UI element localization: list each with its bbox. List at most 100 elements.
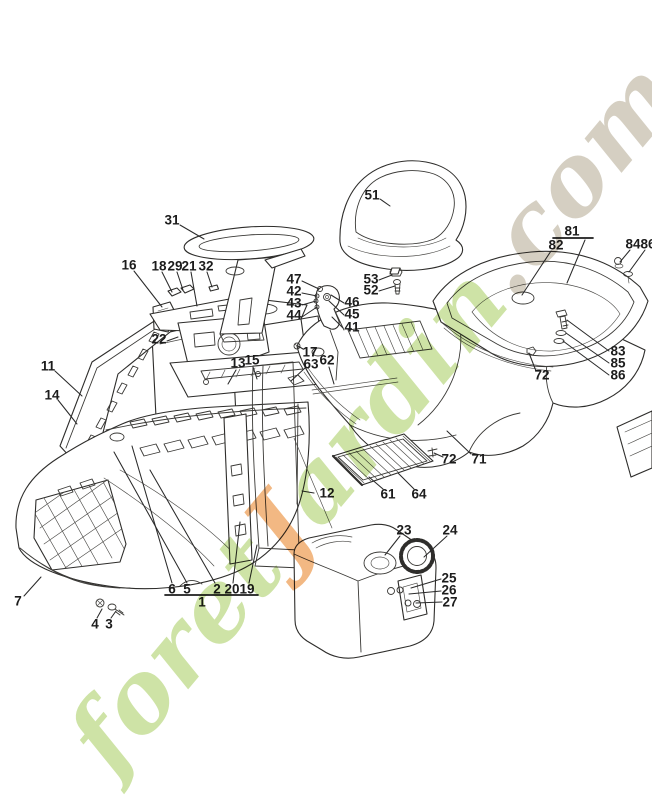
part-label-63: 63 — [303, 357, 319, 372]
leader-line-82 — [521, 250, 552, 296]
rear-top-plate-drawing — [432, 250, 649, 372]
part-label-6: 6 — [168, 582, 176, 597]
leader-line-83 — [566, 319, 610, 352]
part-label-72: 72 — [534, 368, 549, 383]
part-label-14: 14 — [44, 388, 60, 403]
leader-line-51 — [379, 198, 391, 207]
part-label-86: 86 — [640, 237, 652, 252]
steering-wheel-drawing — [183, 225, 315, 343]
part-label-85: 85 — [610, 356, 626, 371]
leader-line-16 — [133, 270, 163, 308]
leader-line-81 — [566, 239, 586, 284]
leader-line-42 — [301, 292, 318, 297]
part-label-32: 32 — [198, 259, 213, 274]
leader-line-72 — [433, 452, 444, 458]
part-label-43: 43 — [286, 296, 302, 311]
part-label-53: 53 — [363, 272, 379, 287]
leader-line-52 — [378, 285, 396, 292]
leader-line-63 — [290, 367, 306, 382]
leader-line-26 — [408, 590, 442, 595]
part-label-42: 42 — [286, 284, 301, 299]
part-label-61: 61 — [380, 487, 396, 502]
leader-line-6 — [131, 445, 173, 584]
leader-line-13 — [227, 369, 237, 385]
leader-line-29 — [176, 271, 184, 291]
part-label-21: 21 — [181, 259, 197, 274]
part-label-46: 46 — [344, 295, 360, 310]
leader-line-22 — [166, 336, 179, 342]
leader-line-4 — [96, 608, 103, 619]
part-label-52: 52 — [363, 283, 378, 298]
part-label-4: 4 — [91, 617, 99, 632]
part-label-2: 2 — [213, 582, 221, 597]
part-label-71: 71 — [471, 452, 487, 467]
leader-line-85 — [565, 332, 610, 364]
part-label-3: 3 — [105, 617, 113, 632]
part-label-27: 27 — [442, 595, 457, 610]
leader-line-19 — [248, 544, 258, 584]
leader-line-43 — [301, 300, 317, 306]
leader-line-21 — [190, 271, 198, 307]
part-label-64: 64 — [411, 487, 427, 502]
part-label-22: 22 — [151, 332, 166, 347]
part-label-31: 31 — [164, 213, 180, 228]
leader-line-64 — [397, 472, 415, 490]
leader-line-25 — [410, 578, 442, 589]
leader-line-20 — [232, 521, 241, 584]
part-label-44: 44 — [286, 308, 302, 323]
leader-line-7 — [23, 576, 42, 597]
leader-line-3 — [110, 610, 117, 619]
part-label-83: 83 — [610, 344, 626, 359]
leader-line-47 — [301, 280, 320, 290]
leader-line-17 — [297, 345, 304, 350]
leader-line-15 — [252, 366, 258, 380]
part-label-84: 84 — [625, 237, 641, 252]
part-label-86: 86 — [610, 368, 626, 383]
part-label-12: 12 — [319, 486, 334, 501]
part-label-11: 11 — [41, 359, 56, 374]
part-label-19: 19 — [239, 582, 254, 597]
leader-line-2 — [149, 469, 216, 584]
leader-line-31 — [179, 224, 205, 240]
leader-line-86 — [628, 249, 646, 273]
part-label-23: 23 — [396, 523, 412, 538]
part-label-5: 5 — [183, 582, 191, 597]
part-label-41: 41 — [344, 320, 360, 335]
part-label-13: 13 — [230, 356, 246, 371]
leader-line-11 — [54, 370, 83, 397]
leader-line-32 — [206, 271, 213, 288]
part-label-45: 45 — [344, 307, 360, 322]
seat-drawing — [339, 160, 467, 275]
part-label-62: 62 — [319, 353, 334, 368]
part-label-81: 81 — [564, 224, 580, 239]
part-label-82: 82 — [548, 238, 563, 253]
part-label-7: 7 — [14, 594, 22, 609]
part-label-72: 72 — [441, 452, 456, 467]
footrest-mat-drawing — [331, 433, 434, 487]
part-label-18: 18 — [151, 259, 167, 274]
part-label-1: 1 — [198, 595, 206, 610]
leader-line-12 — [301, 490, 315, 494]
part-label-51: 51 — [364, 188, 380, 203]
leader-lines — [23, 198, 646, 619]
leader-line-71 — [446, 430, 472, 455]
part-label-29: 29 — [167, 259, 182, 274]
leader-line-45 — [328, 300, 345, 316]
part-label-25: 25 — [441, 571, 457, 586]
leader-line-86 — [562, 340, 610, 376]
leader-line-62 — [328, 366, 335, 385]
leader-line-72 — [528, 352, 537, 372]
leader-line-46 — [330, 294, 345, 304]
part-label-16: 16 — [121, 258, 137, 273]
leader-line-84 — [619, 249, 631, 263]
leader-line-14 — [57, 399, 78, 425]
leader-line-27 — [415, 601, 443, 604]
leader-line-18 — [161, 271, 173, 293]
part-label-26: 26 — [441, 583, 457, 598]
leader-line-61 — [368, 476, 384, 490]
part-label-47: 47 — [286, 272, 301, 287]
leader-line-5 — [113, 451, 188, 584]
